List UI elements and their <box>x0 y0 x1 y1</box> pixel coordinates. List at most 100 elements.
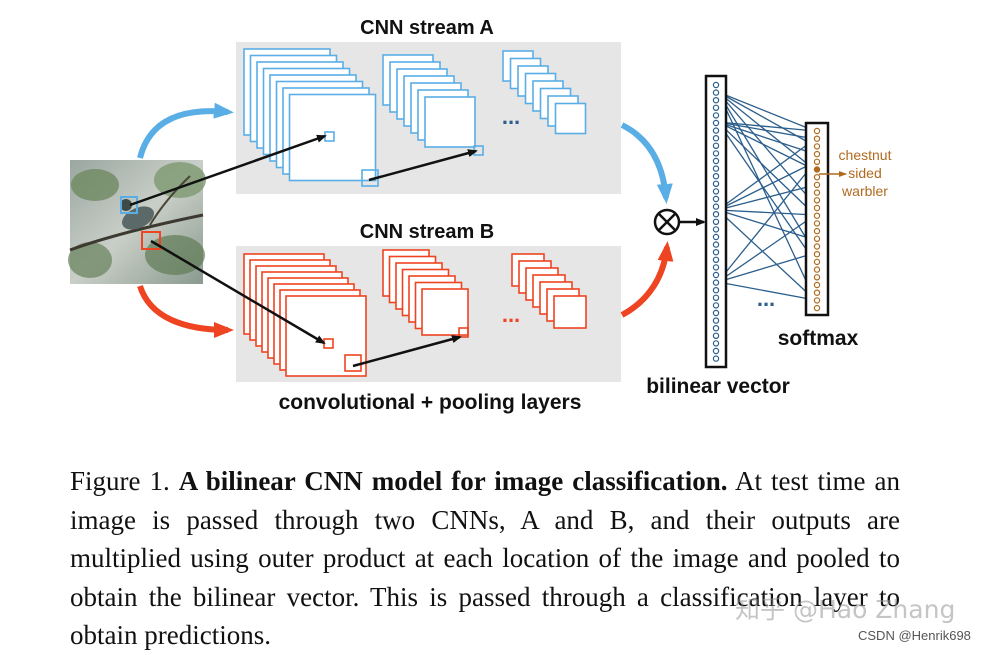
vector-node <box>712 195 720 203</box>
softmax-node <box>813 143 821 150</box>
vector-node <box>712 180 720 187</box>
softmax-node <box>813 266 821 273</box>
weight-line <box>717 121 816 140</box>
vector-node <box>712 172 720 180</box>
vector-node <box>712 317 720 324</box>
output-label-line-3: warbler <box>841 183 888 199</box>
weight-line <box>717 161 816 211</box>
vector-node <box>712 96 720 104</box>
stream-b-ellipsis: ... <box>502 302 520 327</box>
softmax-node <box>813 258 821 266</box>
vector-node <box>712 271 720 279</box>
stream-b-feature-maps <box>243 249 587 377</box>
outer-product-operator <box>653 208 681 236</box>
arrow-region-a-to-map <box>129 134 327 207</box>
weight-line <box>717 161 816 283</box>
softmax-node <box>813 127 821 135</box>
weight-line <box>717 209 816 301</box>
weight-line <box>717 91 816 254</box>
stream-b-label: CNN stream B <box>360 221 494 243</box>
bilinear-vector-label: bilinear vector <box>646 375 790 398</box>
vector-node <box>712 309 720 317</box>
vector-node <box>712 325 720 332</box>
softmax-node <box>813 235 821 242</box>
stream-a-feature-maps <box>243 48 587 187</box>
vector-node <box>712 81 720 89</box>
weight-line <box>717 281 816 301</box>
arrow-stream-a-layer-link <box>368 149 478 182</box>
vector-node <box>712 256 720 263</box>
vector-node <box>712 302 720 309</box>
softmax-node <box>813 212 821 219</box>
stream-a-label: CNN stream A <box>360 17 494 39</box>
softmax-node <box>813 173 821 181</box>
stream-a-stage1-map-8 <box>288 93 377 182</box>
vector-node <box>712 203 720 210</box>
fully-connected-weights <box>717 91 816 301</box>
vector-node <box>712 89 720 96</box>
vector-node <box>712 226 720 233</box>
vector-ellipsis: ... <box>757 286 775 311</box>
weight-line <box>717 91 816 206</box>
weight-line <box>717 121 816 171</box>
softmax-node <box>813 289 821 296</box>
softmax-node <box>813 158 821 165</box>
vector-node <box>712 332 720 339</box>
vector-node <box>712 188 720 195</box>
input-region-b-box <box>141 231 161 250</box>
softmax-node <box>813 274 821 281</box>
softmax-node <box>813 204 821 212</box>
softmax-nodes <box>813 127 821 312</box>
weight-line <box>717 121 816 155</box>
stream-b-next-box <box>458 327 469 338</box>
vector-node <box>712 142 720 149</box>
stream-a-ellipsis: ... <box>502 104 520 129</box>
softmax-node <box>813 250 821 258</box>
input-region-a-box <box>120 196 138 214</box>
softmax-node <box>813 304 821 312</box>
vector-node <box>712 264 720 271</box>
output-label-line-1: chestnut <box>839 147 892 163</box>
vector-node <box>712 233 720 241</box>
vector-node <box>712 157 720 165</box>
weight-line <box>717 209 816 241</box>
softmax-node <box>813 150 821 158</box>
bilinear-cnn-diagram: CNN stream A CNN stream B convolutional … <box>68 17 892 414</box>
softmax-node <box>813 135 821 142</box>
layers-label: convolutional + pooling layers <box>279 391 582 414</box>
weight-line <box>717 184 816 211</box>
vector-node <box>712 287 720 294</box>
input-bird-image <box>68 160 206 284</box>
arrow-region-b-to-map <box>150 239 326 345</box>
vector-node <box>712 119 720 127</box>
weight-line <box>717 252 816 283</box>
bilinear-vector-nodes <box>712 81 720 362</box>
watermark-zhihu: 知乎 @Hao Zhang <box>735 595 956 624</box>
vector-node <box>712 150 720 157</box>
caption-prefix: Figure 1. <box>70 466 170 496</box>
weight-line <box>717 91 816 147</box>
vector-node <box>712 248 720 256</box>
arrow-stream-a-to-product <box>620 122 673 204</box>
weight-line <box>717 121 816 216</box>
softmax-layer <box>804 121 830 317</box>
softmax-node <box>813 189 821 196</box>
softmax-node <box>813 227 821 235</box>
vector-node <box>712 294 720 301</box>
figure-caption: Figure 1. A bilinear CNN model for image… <box>70 462 900 655</box>
arrow-image-to-stream-a <box>137 102 234 159</box>
weight-line <box>717 121 816 132</box>
softmax-node <box>813 281 821 289</box>
softmax-node <box>813 297 821 304</box>
arrow-stream-b-layer-link <box>352 335 462 368</box>
vector-node <box>712 210 720 218</box>
weight-line <box>717 91 816 132</box>
vector-node <box>712 355 720 362</box>
vector-node <box>712 104 720 112</box>
vector-node <box>712 165 720 172</box>
stream-b-stage1-map-8 <box>285 295 367 377</box>
weight-line <box>717 121 816 263</box>
arrow-image-to-stream-b <box>137 284 234 338</box>
vector-node <box>712 112 720 119</box>
stream-a-stage3-map-8 <box>554 102 587 135</box>
